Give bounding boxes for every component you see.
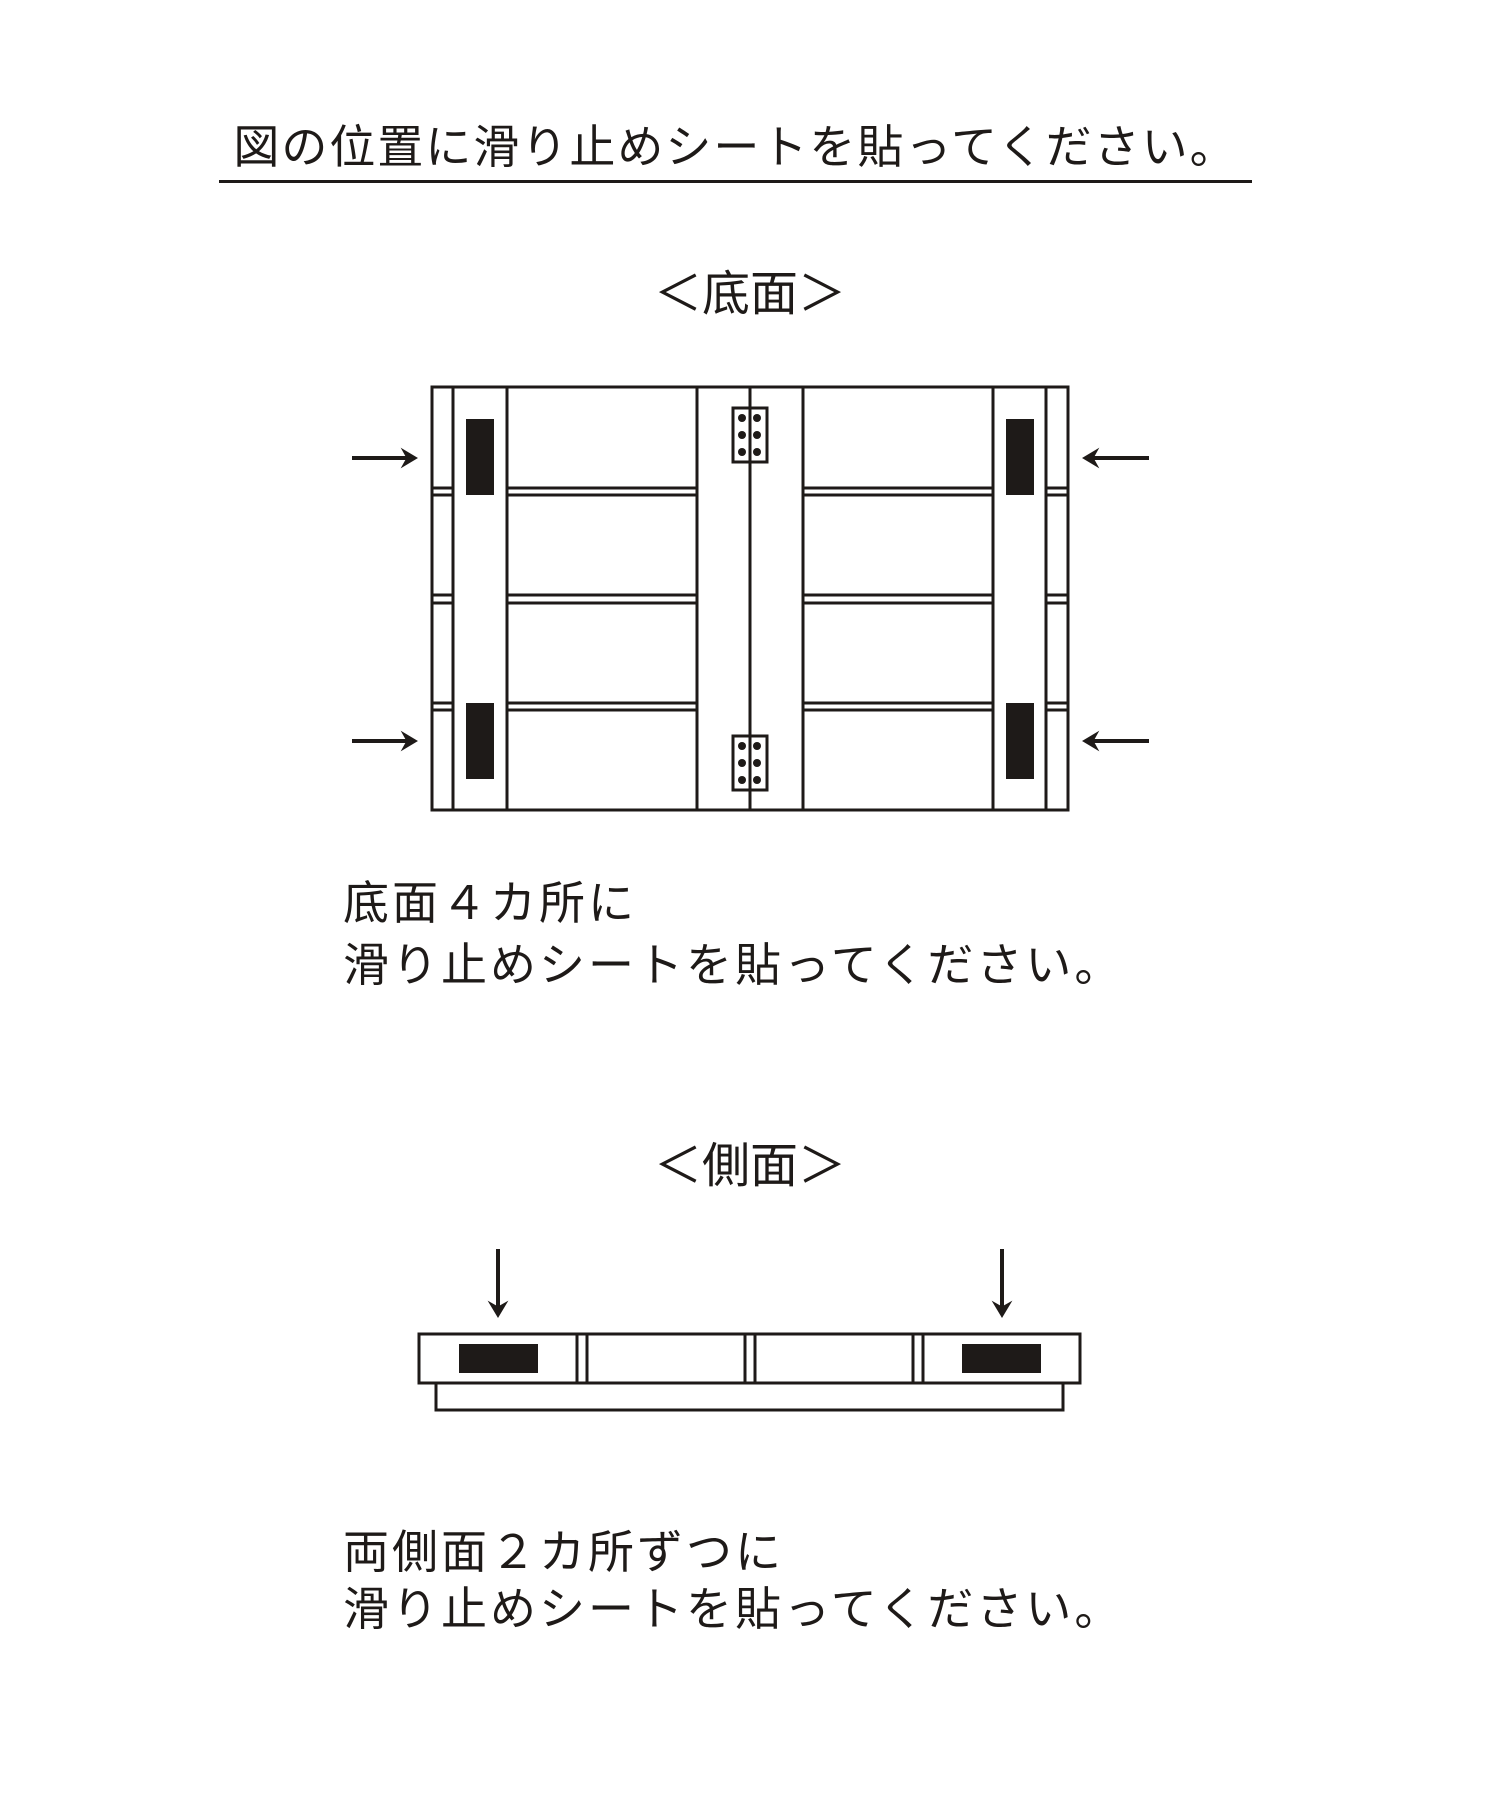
side-base-plate: [434, 1368, 1065, 1412]
bottom-view-label: ＜底面＞: [653, 266, 846, 322]
side-caption-line-2: 滑り止めシートを貼ってください。: [343, 1582, 1124, 1636]
hinge-plate-top: [731, 406, 769, 464]
left-rail: [451, 385, 509, 812]
pad-top-left: [466, 419, 494, 495]
side-view-caption: 両側面２カ所ずつに 滑り止めシートを貼ってください。: [343, 1524, 1124, 1636]
page-title: 図の位置に滑り止めシートを貼ってください。: [219, 118, 1252, 183]
side-segment-1: [417, 1332, 579, 1385]
arrow-down-icon: [991, 1249, 1013, 1318]
bottom-view-caption: 底面４カ所に 滑り止めシートを貼ってください。: [343, 872, 1124, 992]
side-top-frame: [417, 1332, 1082, 1385]
side-segment-3: [753, 1332, 915, 1385]
side-segment-4: [921, 1332, 1082, 1385]
arrow-left-icon: [1082, 447, 1149, 469]
bottom-caption-line-2: 滑り止めシートを貼ってください。: [343, 938, 1124, 992]
right-rail: [991, 385, 1048, 812]
hinge-plate-bottom: [731, 734, 769, 792]
arrow-down-icon: [487, 1249, 509, 1318]
arrow-right-icon: [352, 730, 418, 752]
center-rail: [695, 385, 805, 812]
side-segment-2: [585, 1332, 747, 1385]
pad-bottom-right: [1006, 703, 1034, 779]
pad-bottom-left: [466, 703, 494, 779]
bottom-outer-frame: [430, 385, 1070, 812]
side-pad-right: [962, 1344, 1041, 1373]
arrow-right-icon: [352, 447, 418, 469]
bottom-caption-line-1: 底面４カ所に: [343, 876, 637, 930]
side-view-label: ＜側面＞: [653, 1138, 846, 1194]
pad-top-right: [1006, 419, 1034, 495]
side-caption-line-1: 両側面２カ所ずつに: [343, 1525, 784, 1579]
arrow-left-icon: [1082, 730, 1149, 752]
side-pad-left: [459, 1344, 538, 1373]
